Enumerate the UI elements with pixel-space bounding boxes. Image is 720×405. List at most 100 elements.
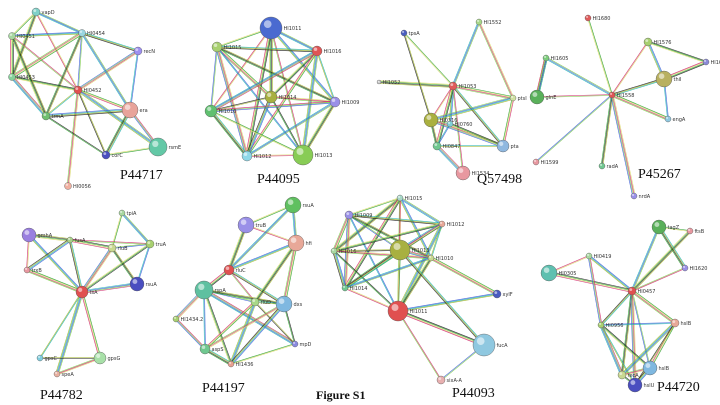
protein-node-hi1014[interactable]: HI1014 (264, 90, 296, 104)
protein-node-hsib[interactable]: hsIB (670, 318, 692, 328)
protein-node-hi1605[interactable]: HI1605 (542, 54, 568, 62)
interaction-edge (333, 251, 431, 260)
protein-node-hi0056[interactable]: HI0056 (64, 182, 91, 190)
protein-node-hslb[interactable]: hslB (642, 360, 670, 376)
protein-node-reca[interactable]: recA (617, 370, 639, 380)
protein-node-tpia[interactable]: tpiA (118, 209, 137, 217)
protein-node-trub[interactable]: truB (237, 216, 267, 234)
protein-node-trma[interactable]: trmA (41, 111, 64, 121)
protein-node-hi0457[interactable]: HI0457 (627, 286, 655, 296)
protein-node-hi0419[interactable]: HI0419 (585, 252, 611, 260)
protein-node-gpsg[interactable]: gpsG (93, 351, 120, 365)
protein-node-era[interactable]: era (121, 101, 148, 119)
protein-node-trua[interactable]: truA (145, 239, 167, 249)
protein-node-vapd[interactable]: vapD (31, 7, 55, 17)
protein-node-gpsc[interactable]: gpsC (36, 354, 57, 362)
interaction-edge (202, 290, 231, 365)
protein-node-hi1534[interactable]: HI1534 (455, 165, 489, 181)
interaction-edge (68, 90, 80, 187)
protein-node-trxb[interactable]: trxB (23, 266, 42, 274)
interaction-edge (430, 97, 513, 120)
protein-node-hi0451[interactable]: HI0451 (8, 32, 35, 40)
protein-node-hfi[interactable]: hfi (287, 234, 312, 252)
protein-node-glne[interactable]: glnE (529, 89, 557, 105)
protein-node-hi1637[interactable]: HI1637 (702, 58, 720, 66)
protein-node-hi1599[interactable]: HI1599 (532, 158, 558, 166)
protein-node-tsa[interactable]: tsA (75, 285, 98, 299)
protein-node-hslu[interactable]: hslU (627, 377, 655, 393)
protein-node-hi0847[interactable]: HI0847 (432, 141, 460, 151)
protein-node-hi1558[interactable]: HI1558 (608, 91, 634, 99)
protein-node-nrda[interactable]: nrdA (630, 192, 651, 200)
protein-node-hi0956[interactable]: HI0956 (597, 321, 623, 329)
protein-node-hi1011[interactable]: HI1011 (387, 300, 427, 322)
protein-node-hi1052[interactable]: HI1052 (376, 79, 400, 86)
protein-node-hi0760[interactable]: HI0760 (446, 120, 472, 128)
node-circle (78, 29, 86, 37)
protein-node-hi1010[interactable]: HI1010 (204, 104, 236, 118)
protein-node-hi1015[interactable]: HI1015 (211, 41, 241, 53)
protein-node-hi0452[interactable]: HI0452 (73, 85, 101, 95)
protein-node-spea[interactable]: speA (53, 370, 74, 378)
protein-node-rluc[interactable]: rluC (223, 264, 246, 276)
interaction-edge (398, 310, 485, 345)
protein-node-hi1053[interactable]: HI1053 (448, 81, 476, 91)
interaction-edge (451, 21, 479, 86)
protein-node-rsme[interactable]: rsmE (148, 137, 181, 157)
protein-node-gmha[interactable]: gmhA (21, 227, 53, 243)
protein-node-hi1016[interactable]: HI1016 (311, 45, 341, 57)
protein-node-rlud[interactable]: rluD (250, 297, 271, 307)
protein-node-hi1010[interactable]: HI1010 (427, 254, 453, 262)
protein-node-hi1015[interactable]: HI1015 (396, 194, 422, 202)
protein-node-rlub[interactable]: rluB (107, 243, 128, 253)
protein-node-hi0316[interactable]: HI0316 (423, 112, 457, 128)
protein-node-hi1014[interactable]: HI1014 (341, 284, 367, 292)
protein-node-hi1012[interactable]: HI1012 (438, 220, 464, 228)
protein-node-xylf[interactable]: xylF (492, 289, 513, 299)
protein-node-pta[interactable]: pta (496, 139, 519, 153)
protein-node-hi1620[interactable]: HI1620 (681, 264, 707, 272)
protein-node-rsua[interactable]: rsuA (129, 276, 157, 292)
protein-node-fuca[interactable]: fucA (472, 333, 508, 357)
protein-node-hi1434-2[interactable]: HI1434.2 (172, 315, 203, 323)
protein-node-rada[interactable]: radA (598, 162, 619, 170)
interaction-edge (398, 198, 431, 259)
node-label: glnE (546, 95, 557, 101)
protein-node-tpsa[interactable]: tpsA (400, 29, 420, 37)
protein-node-mpd[interactable]: mpD (291, 340, 312, 348)
protein-node-hi0305[interactable]: HI0305 (540, 264, 576, 282)
protein-node-dxs[interactable]: dxs (275, 295, 303, 313)
protein-node-fusa[interactable]: fusA (66, 236, 86, 244)
protein-node-hi1013[interactable]: HI1013 (389, 239, 429, 261)
protein-node-hi0453[interactable]: HI0453 (8, 73, 35, 81)
protein-node-hi1016[interactable]: HI1016 (330, 247, 356, 255)
protein-node-hi1011[interactable]: HI1011 (259, 16, 301, 40)
protein-node-sixa-a[interactable]: sixA-A (436, 375, 462, 385)
protein-node-hi1012[interactable]: HI1012 (241, 150, 271, 162)
protein-node-rsua[interactable]: rsuA (284, 196, 314, 214)
protein-node-hi1009[interactable]: HI1009 (329, 96, 359, 108)
interaction-edge (216, 46, 318, 52)
protein-node-hi1680[interactable]: HI1680 (584, 14, 610, 22)
protein-node-hi1009[interactable]: HI1009 (344, 210, 372, 220)
protein-node-hi1576[interactable]: HI1576 (643, 37, 671, 47)
interaction-edge (333, 214, 349, 251)
protein-node-ptsi[interactable]: ptsI (509, 94, 527, 102)
protein-node-rspa[interactable]: rspA (194, 280, 226, 300)
interaction-edge (333, 251, 398, 312)
protein-node-recn[interactable]: recN (133, 46, 155, 56)
protein-node-tagz[interactable]: tagZ (651, 219, 680, 235)
node-highlight (33, 9, 37, 13)
protein-node-ftsb[interactable]: ftsB (686, 227, 705, 235)
protein-node-hi0454[interactable]: HI0454 (78, 29, 105, 37)
protein-node-asps[interactable]: aspS (199, 343, 224, 355)
node-highlight (213, 43, 218, 47)
protein-node-hi1552[interactable]: HI1552 (475, 18, 501, 26)
interaction-edge (217, 46, 249, 156)
protein-node-enga[interactable]: engA (664, 115, 686, 123)
protein-node-corc[interactable]: corC (101, 150, 123, 160)
protein-node-hi1436[interactable]: HI1436 (227, 360, 253, 368)
protein-node-hi1013[interactable]: HI1013 (292, 144, 332, 166)
protein-node-thii[interactable]: thiI (655, 70, 682, 88)
interaction-edge (228, 204, 293, 270)
